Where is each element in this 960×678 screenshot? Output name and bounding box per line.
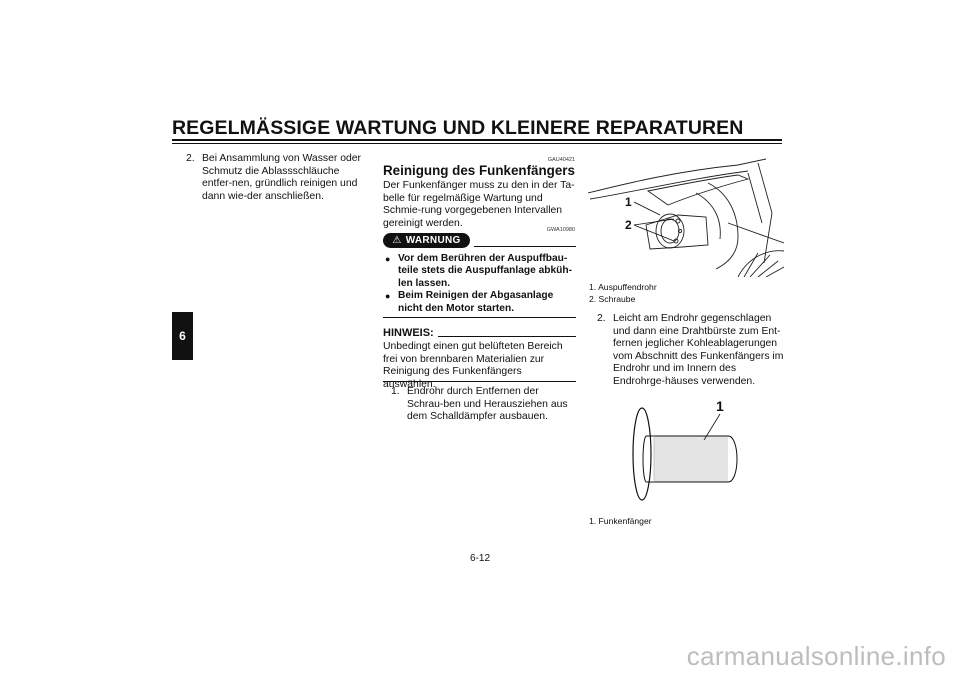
warning-text: Beim Reinigen der Abgasanlage nicht den …: [398, 290, 554, 314]
hinweis-bottom-rule: [383, 381, 576, 382]
bullet-icon: ●: [385, 291, 391, 302]
watermark: carmanualsonline.info: [686, 641, 946, 671]
step-text: Bei Ansammlung von Wasser oder Schmutz d…: [202, 153, 362, 202]
step-number: 1.: [391, 386, 400, 397]
figure-exhaust-tailpipe: 1 2: [588, 158, 784, 277]
step-number: 2.: [597, 313, 606, 324]
warning-code: GWA10980: [546, 227, 575, 233]
figure-spark-arrester: 1: [632, 398, 738, 501]
callout-2: 2: [625, 218, 632, 232]
page-number: 6-12: [469, 553, 490, 564]
header-rule: [172, 139, 782, 141]
page-header-title: REGELMÄSSIGE WARTUNG UND KLEINERE REPARA…: [172, 117, 744, 139]
step-2-drain-hoses: 2. Bei Ansammlung von Wasser oder Schmut…: [186, 153, 366, 203]
hinweis-text: Unbedingt einen gut belüfteten Bereich f…: [383, 341, 563, 390]
section-code: GAU40421: [547, 157, 575, 163]
callout-1: 1: [716, 398, 724, 414]
warning-bottom-rule: [383, 317, 576, 318]
legend-item: 2. Schraube: [589, 294, 636, 304]
figure1-legend: 1. Auspuffendrohr 2. Schraube: [589, 281, 657, 305]
step-number: 2.: [186, 153, 195, 164]
section-title: Reinigung des Funkenfängers: [383, 163, 575, 178]
hinweis-label: HINWEIS:: [383, 327, 434, 339]
bullet-icon: ●: [385, 254, 391, 264]
legend-item: 1. Auspuffendrohr: [589, 282, 657, 292]
warning-list: ● Vor dem Berühren der Auspuffbau-teile …: [385, 253, 576, 315]
step-2-clean-spark-arrester: 2. Leicht am Endrohr gegenschlagen und d…: [597, 313, 785, 389]
warning-text: Vor dem Berühren der Auspuffbau-teile st…: [398, 253, 572, 289]
section-intro: Der Funkenfänger muss zu den in der Ta-b…: [383, 180, 575, 229]
warning-rule: [474, 246, 576, 247]
figure2-legend: 1. Funkenfänger: [589, 516, 652, 526]
step-text: Leicht am Endrohr gegenschlagen und dann…: [613, 313, 784, 387]
warning-label: WARNUNG: [405, 235, 461, 246]
warning-item: ● Beim Reinigen der Abgasanlage nicht de…: [385, 290, 576, 315]
hinweis-rule: [438, 336, 576, 337]
step-text: Endrohr durch Entfernen der Schrau-ben u…: [407, 386, 568, 423]
header-rule-thin: [172, 143, 782, 144]
callout-1: 1: [625, 195, 632, 209]
warning-triangle-icon: ⚠: [392, 235, 402, 246]
chapter-tab: 6: [172, 312, 193, 360]
warning-badge: ⚠ WARNUNG: [383, 233, 470, 248]
step-1-remove-tailpipe: 1. Endrohr durch Entfernen der Schrau-be…: [391, 386, 576, 424]
warning-item: ● Vor dem Berühren der Auspuffbau-teile …: [385, 253, 576, 290]
